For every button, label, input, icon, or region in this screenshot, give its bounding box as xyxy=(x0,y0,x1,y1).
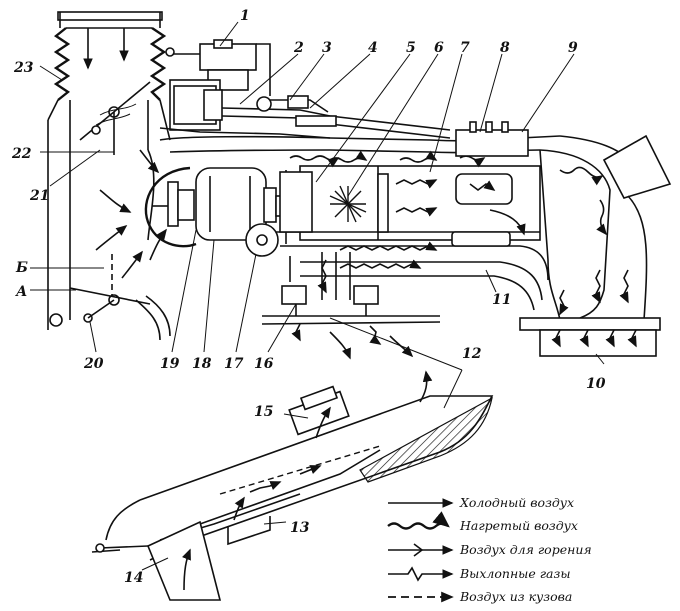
callout-3: 3 xyxy=(322,40,332,56)
legend-heated-air-label: Нагретый воздух xyxy=(459,518,578,533)
callout-15: 15 xyxy=(254,404,273,420)
callout-20: 20 xyxy=(83,356,104,372)
callout-2: 2 xyxy=(293,40,304,56)
callout-1: 1 xyxy=(240,8,250,24)
legend-heated-air-symbol xyxy=(387,511,450,530)
exhaust-pipe xyxy=(261,231,511,360)
callout-19: 19 xyxy=(160,356,180,372)
callout-23: 23 xyxy=(13,60,34,76)
legend-cabin-air-label: Воздух из кузова xyxy=(459,589,572,604)
legend-combustion-air-label: Воздух для горения xyxy=(459,542,592,557)
legend: Холодный воздух Нагретый воздух Воздух д… xyxy=(387,495,592,604)
callout-12: 12 xyxy=(462,346,482,362)
legend-exhaust-label: Выхлопные газы xyxy=(459,566,571,581)
fuel-pump-assembly xyxy=(159,39,451,139)
callout-9: 9 xyxy=(568,40,578,56)
left-duct xyxy=(47,81,171,341)
callout-7: 7 xyxy=(460,40,470,56)
callout-A: А xyxy=(15,284,27,300)
callout-17: 17 xyxy=(224,356,244,372)
callout-11: 11 xyxy=(492,292,511,308)
callout-4: 4 xyxy=(368,40,378,56)
legend-cold-air-label: Холодный воздух xyxy=(459,495,574,510)
callout-labels: 1 2 3 4 5 6 7 8 9 10 11 12 13 14 15 16 1… xyxy=(11,8,606,586)
callout-B: Б xyxy=(15,260,28,276)
combustion-chamber xyxy=(245,165,541,257)
callout-13: 13 xyxy=(290,520,310,536)
hot-air-outlet xyxy=(455,121,672,357)
callout-10: 10 xyxy=(586,376,606,392)
air-intake-bellows xyxy=(53,11,167,101)
callout-14: 14 xyxy=(124,570,143,586)
callout-8: 8 xyxy=(500,40,510,56)
legend-combustion-air-symbol xyxy=(388,543,454,557)
callout-21: 21 xyxy=(29,188,49,204)
flame-icon xyxy=(329,185,367,223)
callout-6: 6 xyxy=(434,40,444,56)
callout-16: 16 xyxy=(254,356,274,372)
callout-22: 22 xyxy=(11,146,32,162)
callout-18: 18 xyxy=(192,356,212,372)
muffler-assembly xyxy=(91,370,494,601)
leader-lines xyxy=(30,21,605,571)
legend-exhaust-symbol xyxy=(388,566,454,582)
callout-5: 5 xyxy=(406,40,416,56)
